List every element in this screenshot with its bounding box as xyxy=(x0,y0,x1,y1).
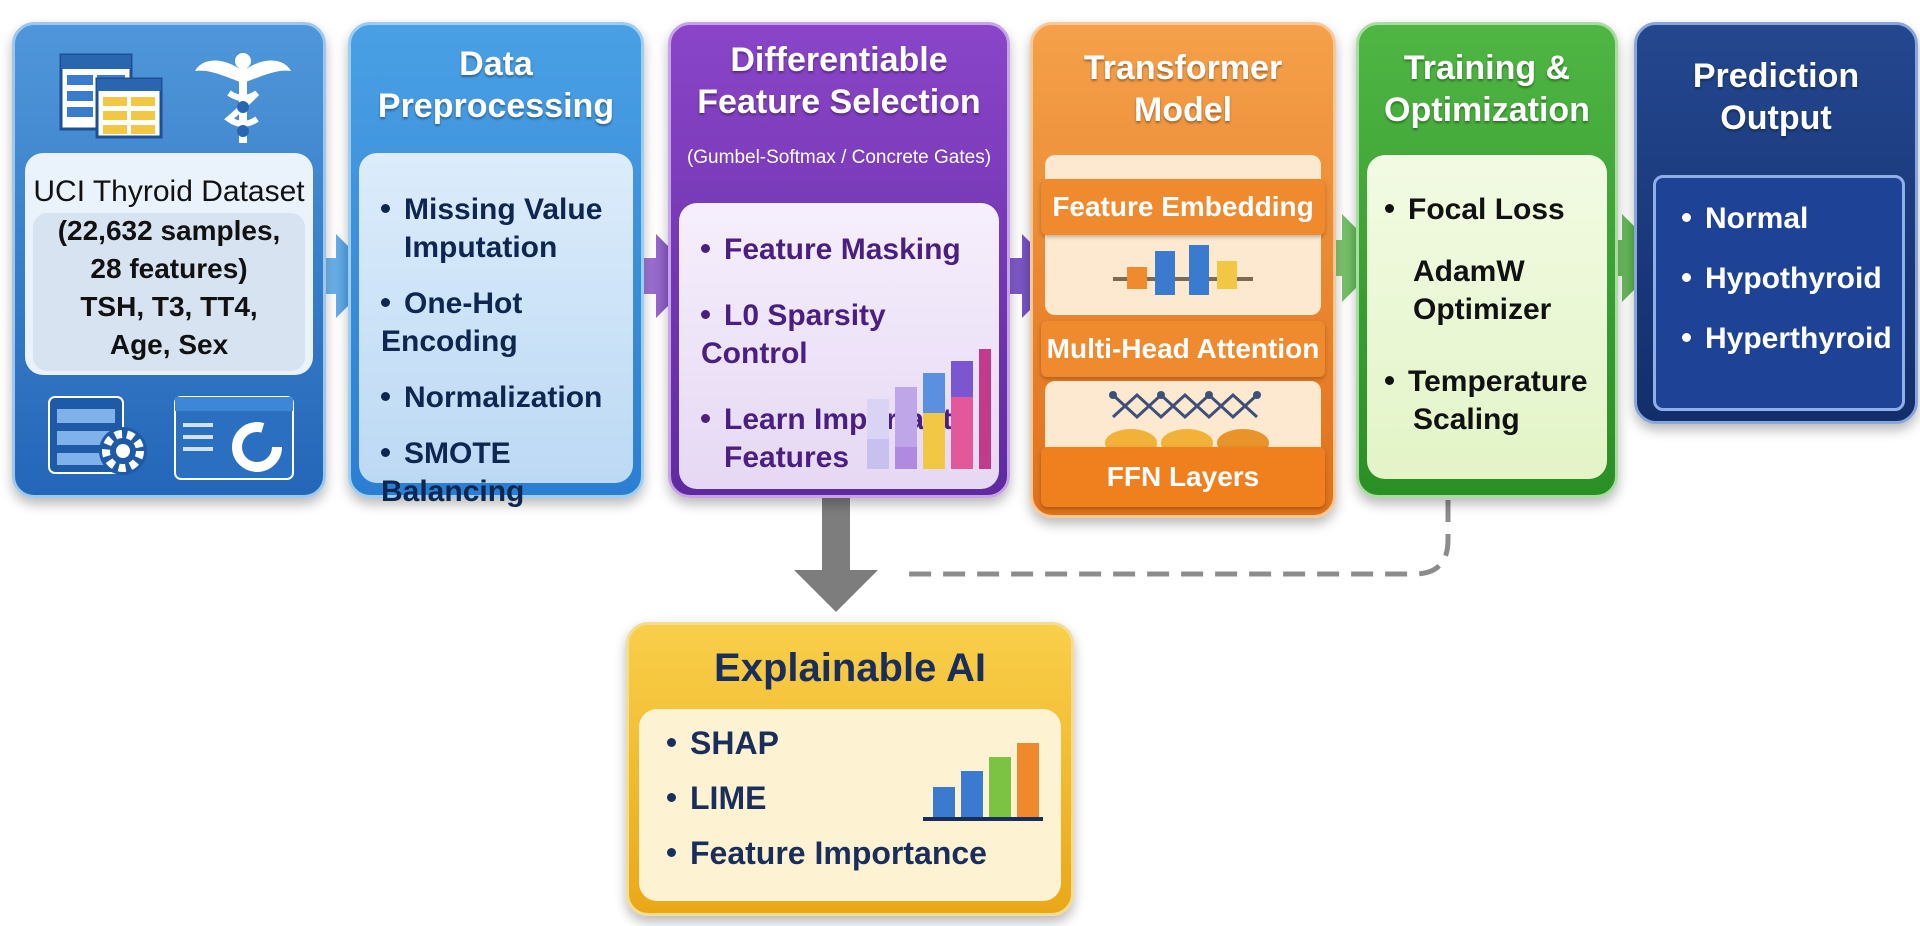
bar-chart-icon xyxy=(867,349,991,469)
list-item: Hypothyroid xyxy=(1682,260,1892,298)
dataset-box: UCI Thyroid Dataset (22,632 samples, 28 … xyxy=(12,22,326,498)
training-item-loss: Focal Loss xyxy=(1385,191,1565,229)
arrow-preprocessing-to-featsel xyxy=(628,234,698,318)
dataset-panel: UCI Thyroid Dataset (22,632 samples, 28 … xyxy=(25,153,313,375)
attention-layer: Multi-Head Attention xyxy=(1041,321,1325,377)
list-item: SHAP xyxy=(667,723,987,763)
embedding-icon xyxy=(1113,245,1253,295)
training-item-temperature: Temperature xyxy=(1385,363,1588,401)
dataset-name: UCI Thyroid Dataset xyxy=(33,175,305,208)
feature-selection-box: Differentiable Feature Selection (Gumbel… xyxy=(668,22,1010,498)
arrow-featsel-to-transformer xyxy=(994,234,1064,318)
transformer-title-1: Transformer xyxy=(1083,49,1283,87)
caduceus-icon xyxy=(195,53,291,143)
transformer-box: Transformer Model Feature Embedding Mult… xyxy=(1030,22,1336,518)
training-item-scaling: Scaling xyxy=(1413,403,1520,436)
xai-panel: SHAP LIME Feature Importance xyxy=(639,709,1061,901)
list-item: Feature Importance xyxy=(667,833,987,873)
preprocessing-list: Missing Value Imputation One-Hot Encodin… xyxy=(381,191,633,529)
training-title-1: Training & xyxy=(1403,49,1571,87)
xai-title: Explainable AI xyxy=(714,646,986,690)
list-item: Feature Masking xyxy=(701,231,999,269)
list-item: Hyperthyroid xyxy=(1682,320,1892,358)
list-item: Normalization xyxy=(381,379,633,417)
list-item: L0 Sparsity Control xyxy=(701,299,886,370)
training-item-optimizer-2: Optimizer xyxy=(1413,293,1552,326)
dataset-details: (22,632 samples, 28 features) TSH, T3, T… xyxy=(33,213,305,371)
output-box: Prediction Output Normal Hypothyroid Hyp… xyxy=(1634,22,1918,424)
training-panel: Focal Loss AdamW Optimizer Temperature S… xyxy=(1367,155,1607,479)
training-title-2: Optimization xyxy=(1384,91,1590,129)
output-title-2: Output xyxy=(1720,99,1832,137)
dataset-vars-1: TSH, T3, TT4, xyxy=(80,291,258,322)
embedding-layer: Feature Embedding xyxy=(1041,179,1325,235)
xai-box: Explainable AI SHAP LIME Feature Importa… xyxy=(626,622,1074,916)
arrow-training-to-output xyxy=(1598,214,1666,302)
list-item: Imputation xyxy=(404,231,558,264)
training-box: Training & Optimization Focal Loss AdamW… xyxy=(1356,22,1618,498)
output-list: Normal Hypothyroid Hyperthyroid xyxy=(1682,200,1892,380)
output-title-1: Prediction xyxy=(1692,57,1860,95)
spreadsheet-icon xyxy=(59,53,163,139)
preprocessing-box: Data Preprocessing Missing Value Imputat… xyxy=(348,22,644,508)
preprocessing-panel: Missing Value Imputation One-Hot Encodin… xyxy=(359,153,633,508)
list-item: LIME xyxy=(667,778,987,818)
list-item: Missing Value xyxy=(381,191,633,229)
dataset-features: 28 features) xyxy=(90,253,248,284)
transformer-title-2: Model xyxy=(1133,91,1233,129)
dashed-feedback-line xyxy=(898,500,1451,577)
arrow-transformer-to-training xyxy=(1322,214,1386,302)
list-item: SMOTE Balancing xyxy=(381,437,525,508)
database-gear-icon xyxy=(48,396,147,475)
donut-chart-icon xyxy=(174,396,294,480)
bar-chart-icon xyxy=(923,743,1043,821)
preprocessing-title-2: Preprocessing xyxy=(377,87,615,125)
preprocessing-title-1: Data xyxy=(459,45,533,83)
ffn-layer: FFN Layers xyxy=(1041,447,1325,507)
arrow-featsel-to-xai xyxy=(794,492,878,612)
training-item-optimizer-1: AdamW xyxy=(1413,255,1525,288)
arrow-dataset-to-preprocessing xyxy=(308,234,378,318)
dataset-samples: (22,632 samples, xyxy=(57,215,281,246)
output-panel: Normal Hypothyroid Hyperthyroid xyxy=(1653,175,1905,411)
feature-selection-panel: Feature Masking L0 Sparsity Control Lear… xyxy=(679,203,999,489)
list-item: One-Hot Encoding xyxy=(381,287,523,358)
feature-selection-subtitle: (Gumbel-Softmax / Concrete Gates) xyxy=(686,147,992,168)
xai-list: SHAP LIME Feature Importance xyxy=(667,723,987,888)
dataset-vars-2: Age, Sex xyxy=(109,329,229,360)
feature-selection-title-1: Differentiable xyxy=(730,41,948,79)
feature-selection-title-2: Feature Selection xyxy=(697,83,981,121)
list-item: Features xyxy=(724,441,850,474)
list-item: Normal xyxy=(1682,200,1892,238)
